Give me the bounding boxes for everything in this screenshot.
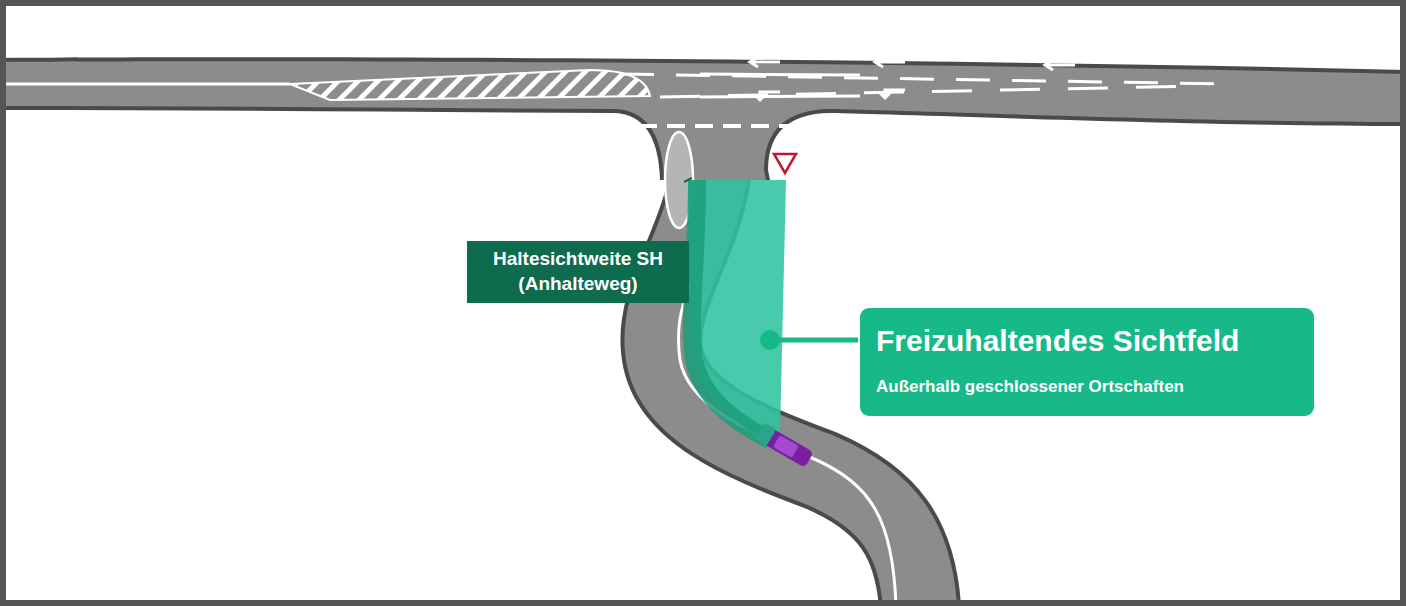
sight-distance-label: Haltesichtweite SH (Anhalteweg) [467,241,689,303]
label-heading: Haltesichtweite SH (Anhalteweg) [477,247,679,296]
label-subtext: Außerhalb geschlossener Ortschaften [876,376,1298,398]
sight-field-label: Freizuhaltendes SichtfeldAußerhalb gesch… [860,308,1314,416]
label-heading: Freizuhaltendes Sichtfeld [876,322,1298,360]
